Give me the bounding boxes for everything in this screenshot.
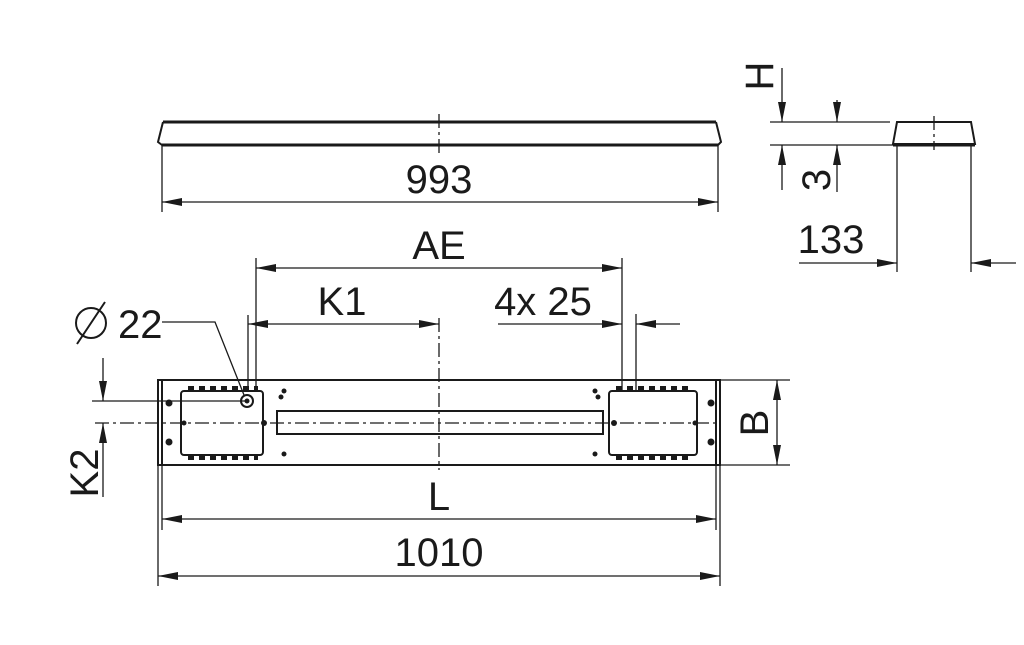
dim-diameter-label: 22 <box>118 303 163 347</box>
dim-993-label: 993 <box>406 158 473 202</box>
dim-1010-label: 1010 <box>395 531 484 575</box>
dim-ae-label: AE <box>412 224 465 268</box>
end-view: H 3 133 <box>738 62 1016 272</box>
top-view: AE K1 4x 25 22 K2 B L <box>63 224 790 586</box>
side-view: 993 <box>156 114 723 212</box>
diameter-symbol-icon <box>75 301 107 345</box>
dim-k2-label: K2 <box>63 449 107 498</box>
dim-k1-label: K1 <box>318 280 367 324</box>
dim-slot-label: 4x 25 <box>494 280 592 324</box>
dim-b-label: B <box>733 410 777 437</box>
side-view-end-caps <box>156 121 723 146</box>
diameter-leader-line <box>162 321 245 396</box>
lamp-channel <box>276 410 604 435</box>
dim-3-label: 3 <box>795 169 839 191</box>
fixing-holes <box>165 388 715 457</box>
dim-h-label: H <box>738 62 782 91</box>
dim-133-label: 133 <box>798 218 865 262</box>
dim-l-label: L <box>428 475 450 519</box>
